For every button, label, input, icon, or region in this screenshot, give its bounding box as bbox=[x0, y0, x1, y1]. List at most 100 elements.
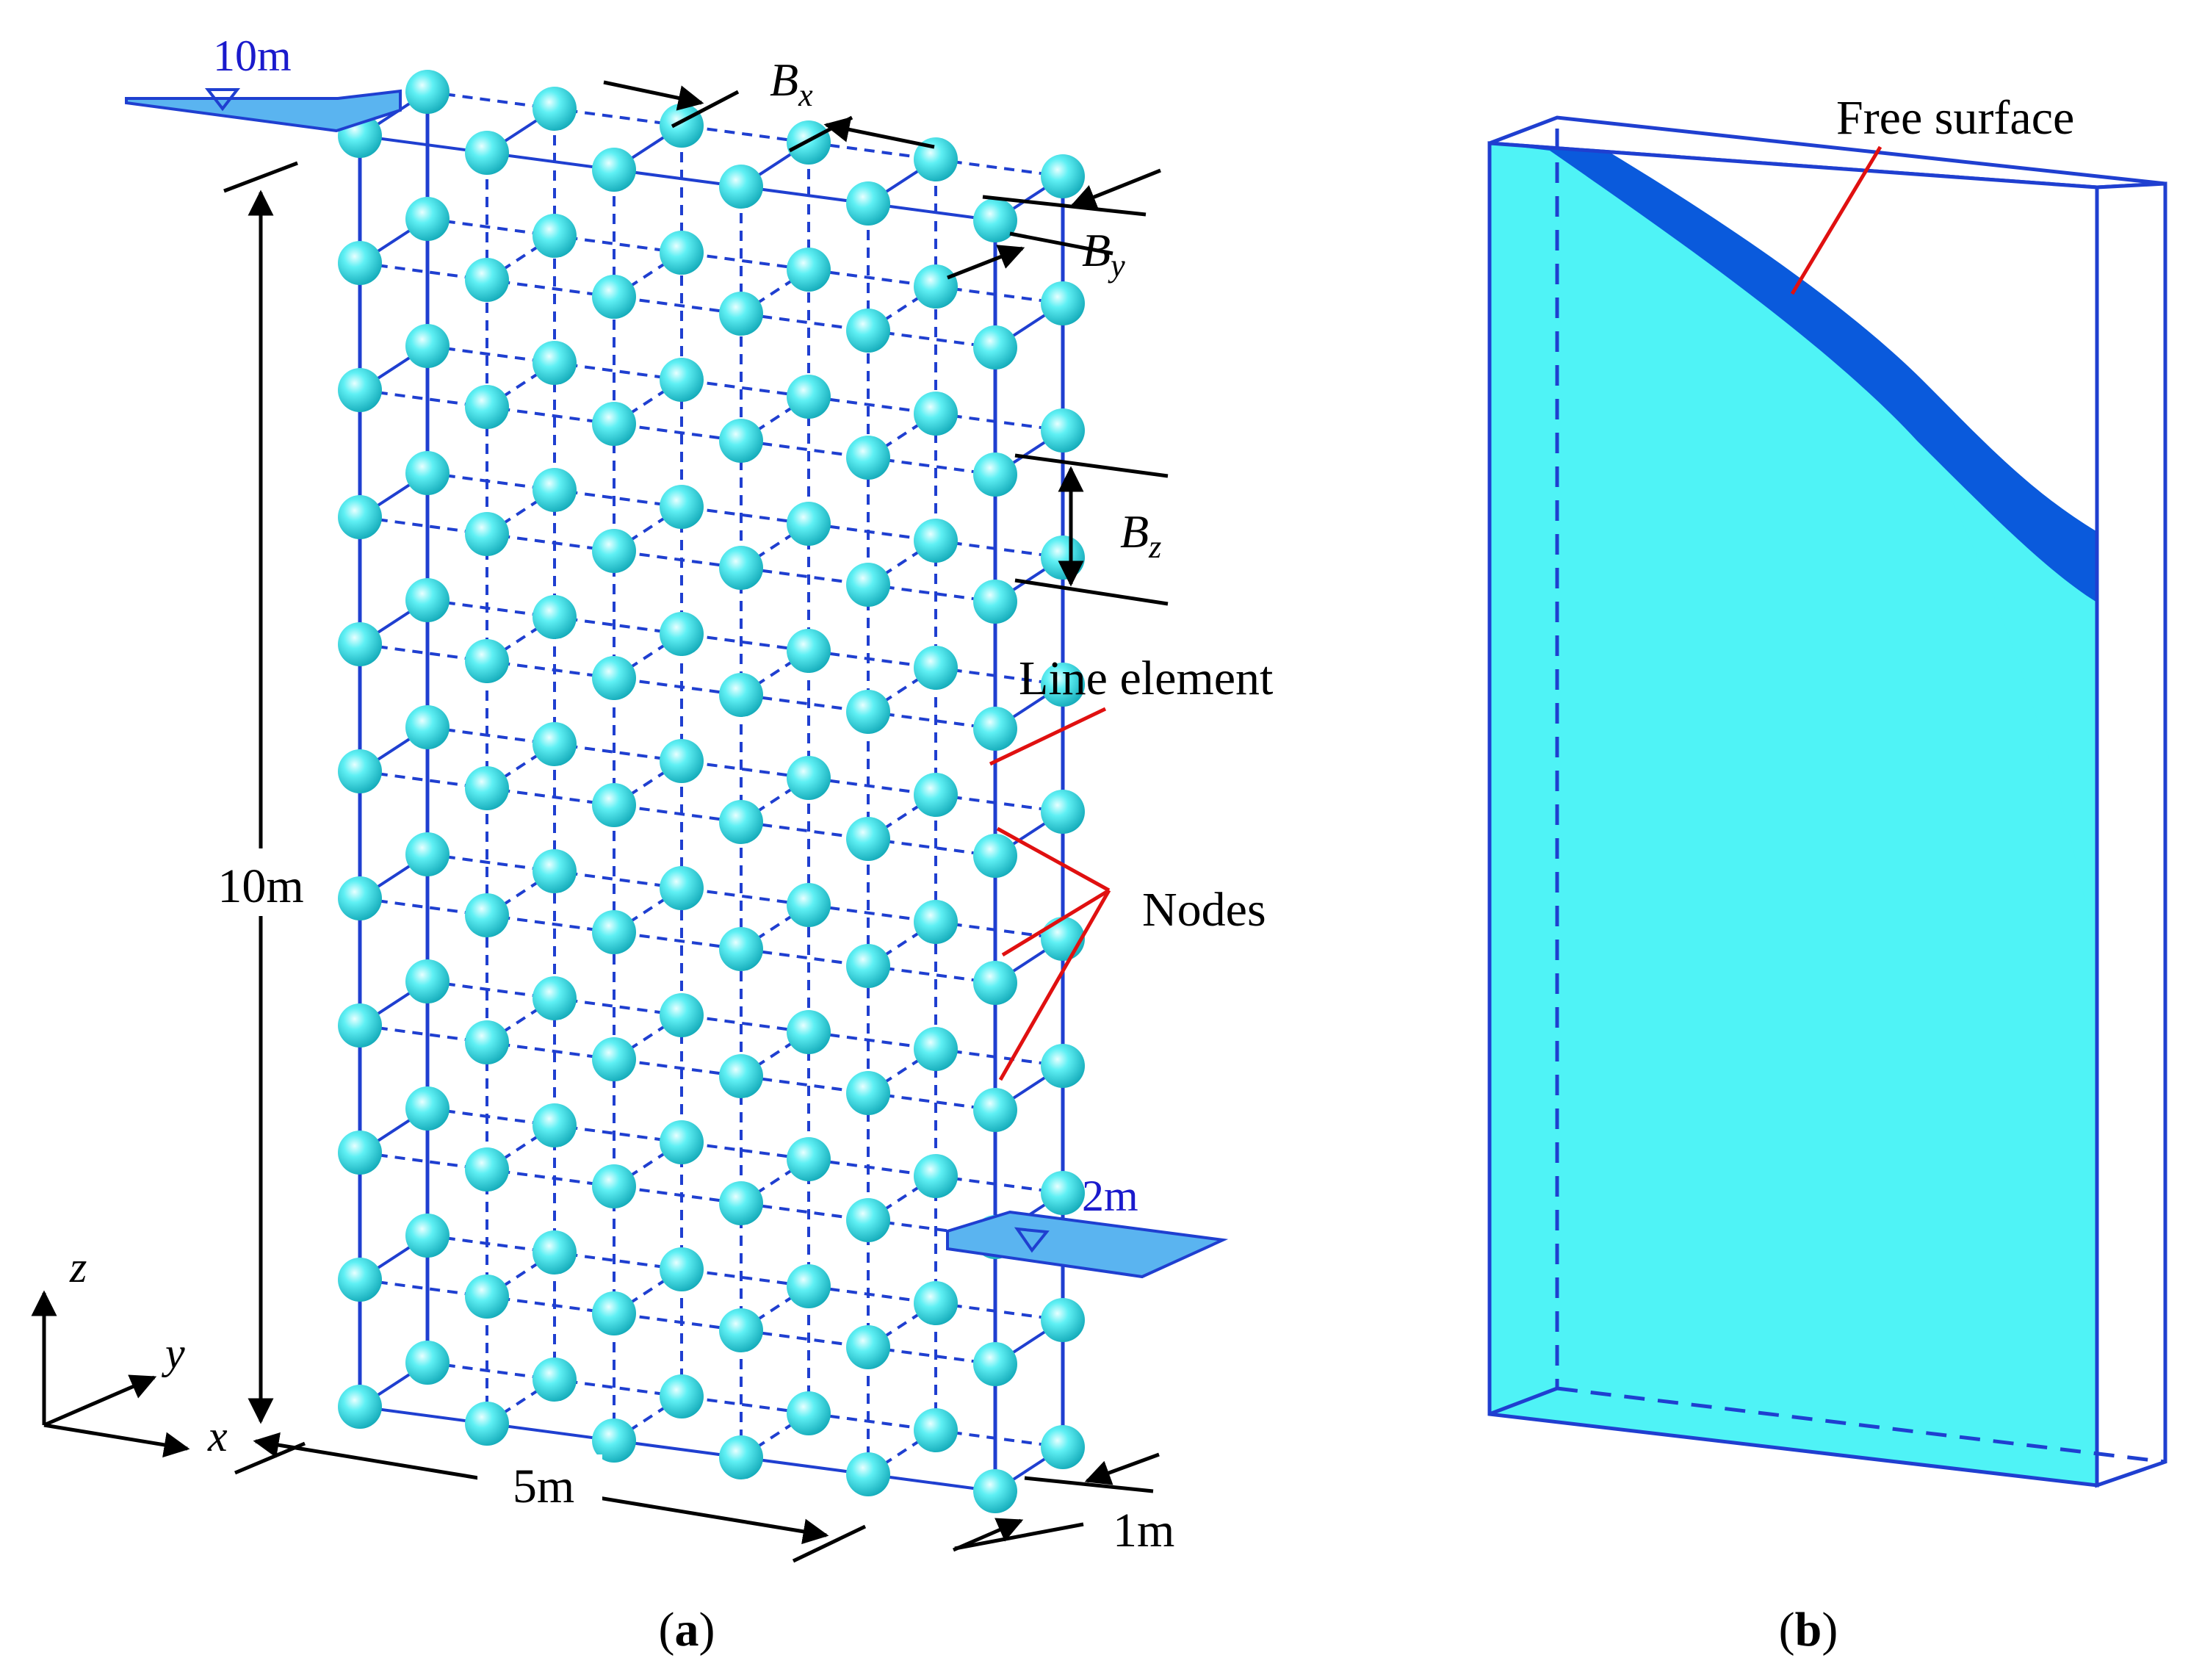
box-side-face bbox=[2095, 181, 2167, 1488]
node bbox=[592, 275, 636, 319]
node bbox=[660, 231, 704, 275]
line-element bbox=[867, 1302, 937, 1349]
line-element bbox=[740, 1031, 810, 1078]
line-element bbox=[427, 472, 1064, 559]
axis-x-label: x bbox=[207, 1412, 228, 1460]
free-surface-annotation: Free surface bbox=[1790, 91, 2074, 295]
node bbox=[533, 722, 577, 766]
line-element bbox=[613, 1395, 683, 1442]
node bbox=[592, 910, 636, 954]
node bbox=[973, 580, 1017, 624]
line-element bbox=[613, 378, 683, 425]
node bbox=[338, 1258, 382, 1302]
node bbox=[719, 1308, 763, 1352]
line-element bbox=[740, 522, 810, 569]
node bbox=[914, 137, 958, 181]
line-element bbox=[427, 599, 1064, 686]
free-surface-label: Free surface bbox=[1836, 91, 2074, 145]
node bbox=[973, 198, 1017, 242]
axis-y-label: y bbox=[161, 1329, 185, 1377]
node bbox=[405, 578, 450, 622]
line-element bbox=[740, 904, 810, 951]
line-element bbox=[867, 1429, 937, 1476]
downstream-water-level: 2m bbox=[946, 1172, 1229, 1279]
box-front-face bbox=[1487, 141, 2099, 1488]
node bbox=[719, 1435, 763, 1479]
node bbox=[660, 1120, 704, 1164]
node bbox=[338, 1385, 382, 1429]
line-element bbox=[359, 770, 996, 857]
node bbox=[338, 749, 382, 793]
coordinate-axes: z y x bbox=[31, 1243, 228, 1460]
node bbox=[592, 656, 636, 700]
node bbox=[914, 773, 958, 817]
line-element bbox=[427, 90, 1064, 178]
line-element bbox=[740, 1285, 810, 1332]
mesh-nodes bbox=[338, 70, 1085, 1513]
node bbox=[914, 1281, 958, 1325]
line-element bbox=[359, 262, 996, 349]
line-element bbox=[740, 268, 810, 315]
node bbox=[787, 756, 831, 800]
line-element bbox=[485, 234, 556, 281]
node bbox=[405, 705, 450, 749]
line-element-annotation: Line element bbox=[989, 652, 1273, 766]
node bbox=[592, 1164, 636, 1208]
node bbox=[465, 893, 509, 937]
line-element bbox=[613, 1268, 683, 1315]
node bbox=[1041, 408, 1085, 453]
line-element bbox=[867, 1175, 937, 1222]
node bbox=[592, 783, 636, 827]
line-element-label: Line element bbox=[1019, 652, 1273, 705]
node bbox=[719, 800, 763, 844]
node bbox=[787, 1010, 831, 1054]
line-element bbox=[359, 516, 996, 603]
node bbox=[973, 453, 1017, 497]
node bbox=[465, 1275, 509, 1319]
line-element bbox=[613, 251, 683, 298]
node bbox=[914, 1408, 958, 1452]
node bbox=[533, 1103, 577, 1147]
node bbox=[914, 900, 958, 944]
node bbox=[533, 1358, 577, 1402]
node bbox=[914, 1027, 958, 1071]
node bbox=[1041, 1298, 1085, 1342]
node bbox=[846, 817, 890, 861]
node bbox=[533, 1230, 577, 1275]
line-element bbox=[359, 897, 996, 984]
height-dimension: 10m bbox=[192, 161, 329, 1475]
contour-band bbox=[1490, 143, 2097, 1485]
line-element bbox=[485, 361, 556, 408]
bx-label: Bx bbox=[770, 54, 813, 113]
line-element bbox=[613, 632, 683, 679]
node bbox=[338, 368, 382, 412]
panel-b-caption: (b) bbox=[1779, 1603, 1838, 1656]
thickness-dimension-label: 1m bbox=[1113, 1504, 1174, 1557]
line-element bbox=[867, 920, 937, 967]
water-level-triangle-icon bbox=[204, 88, 241, 112]
node bbox=[719, 419, 763, 463]
node bbox=[660, 1247, 704, 1291]
width-dimension: 5m bbox=[253, 1432, 867, 1563]
node bbox=[719, 165, 763, 209]
line-element bbox=[485, 1251, 556, 1298]
line-element bbox=[613, 505, 683, 552]
node bbox=[338, 1003, 382, 1048]
downstream-water-depth-label: 2m bbox=[1082, 1172, 1138, 1220]
line-element bbox=[485, 997, 556, 1044]
line-element bbox=[359, 1151, 996, 1239]
by-label: By bbox=[1082, 224, 1125, 284]
node bbox=[1041, 154, 1085, 198]
node bbox=[533, 214, 577, 258]
node bbox=[533, 849, 577, 893]
node bbox=[1041, 1171, 1085, 1215]
node bbox=[592, 402, 636, 446]
line-element bbox=[740, 1158, 810, 1205]
node bbox=[592, 529, 636, 573]
node bbox=[914, 392, 958, 436]
node bbox=[719, 927, 763, 971]
node bbox=[846, 181, 890, 226]
node bbox=[1041, 281, 1085, 325]
node bbox=[719, 1054, 763, 1098]
